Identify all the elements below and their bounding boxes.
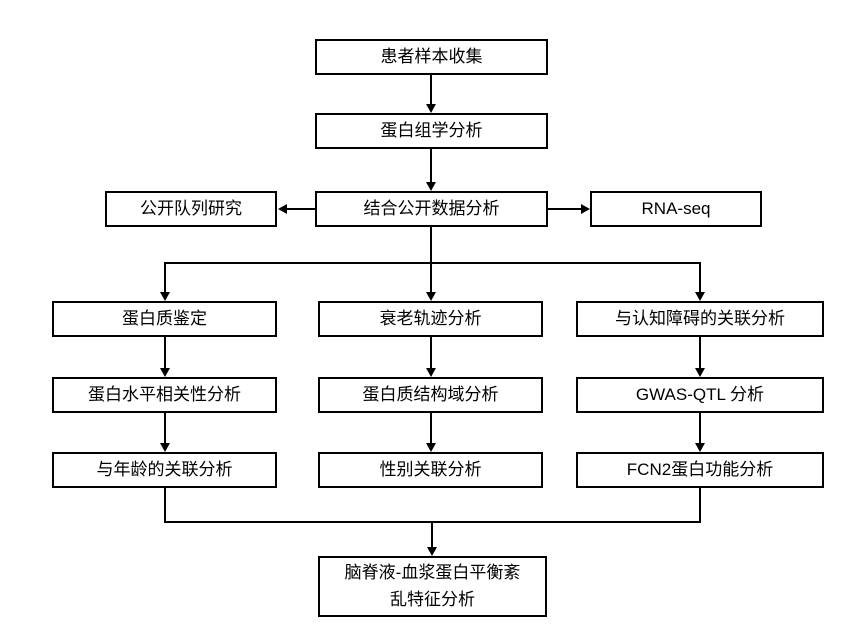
edge-convergence-to-csf-arrowhead-icon [427,547,437,556]
node-protein-identification: 蛋白质鉴定 [52,301,277,337]
edge-fcn2-to-convergence-line [699,488,701,521]
edge-gwas-to-fcn2-arrowhead-icon [695,443,705,452]
branch-horizontal-line [164,262,701,264]
edge-branch-to-aging-arrowhead-icon [426,292,436,301]
node-proteomics-analysis: 蛋白组学分析 [315,113,548,149]
edge-correlation-to-age-line [164,413,166,443]
edge-cognitive-to-gwas-line [699,337,701,368]
edge-combined-to-rnaseq-arrowhead-icon [581,204,590,214]
edge-aging-to-domain-line [430,337,432,368]
edge-proteomics-to-combined-arrowhead-icon [426,182,436,191]
node-cognitive-impairment-association: 与认知障碍的关联分析 [576,301,824,337]
node-public-cohort-study: 公开队列研究 [105,191,277,227]
edge-cognitive-to-gwas-arrowhead-icon [695,368,705,377]
node-protein-domain-analysis: 蛋白质结构域分析 [318,377,543,413]
node-fcn2-protein-function: FCN2蛋白功能分析 [576,452,824,488]
node-rna-seq: RNA-seq [590,191,762,227]
node-csf-plasma-balance-line1: 脑脊液-血浆蛋白平衡紊 [344,563,521,583]
node-csf-plasma-balance-line2: 乱特征分析 [390,589,475,609]
edge-branch-to-cognitive-arrowhead-icon [695,292,705,301]
node-combined-public-data-analysis: 结合公开数据分析 [315,191,548,227]
edge-age-to-convergence-line [164,488,166,521]
node-aging-trajectory-analysis: 衰老轨迹分析 [318,301,543,337]
edge-collection-to-proteomics-arrowhead-icon [426,104,436,113]
node-sex-association-analysis: 性别关联分析 [318,452,543,488]
edge-combined-to-rnaseq-line [548,208,581,210]
edge-protein-id-to-correlation-arrowhead-icon [160,368,170,377]
node-patient-sample-collection: 患者样本收集 [315,39,548,75]
edge-branch-to-protein-id-line [164,263,166,292]
edge-gwas-to-fcn2-line [699,413,701,443]
node-age-association-analysis: 与年龄的关联分析 [52,452,277,488]
node-csf-plasma-balance: 脑脊液-血浆蛋白平衡紊 乱特征分析 [318,556,547,617]
edge-protein-id-to-correlation-line [164,337,166,368]
node-protein-level-correlation: 蛋白水平相关性分析 [52,377,277,413]
edge-correlation-to-age-arrowhead-icon [160,443,170,452]
edge-collection-to-proteomics-line [430,75,432,104]
node-gwas-qtl-analysis: GWAS-QTL 分析 [576,377,824,413]
edge-combined-branch-stem-line [430,227,432,292]
edge-branch-to-cognitive-line [699,263,701,292]
edge-combined-to-cohort-line [287,208,315,210]
edge-domain-to-sex-line [430,413,432,443]
edge-domain-to-sex-arrowhead-icon [426,443,436,452]
edge-combined-to-cohort-arrowhead-icon [278,204,287,214]
edge-aging-to-domain-arrowhead-icon [426,368,436,377]
edge-branch-to-protein-id-arrowhead-icon [160,292,170,301]
edge-convergence-to-csf-line [431,523,433,547]
edge-proteomics-to-combined-line [430,149,432,182]
convergence-horizontal-line [164,521,701,523]
